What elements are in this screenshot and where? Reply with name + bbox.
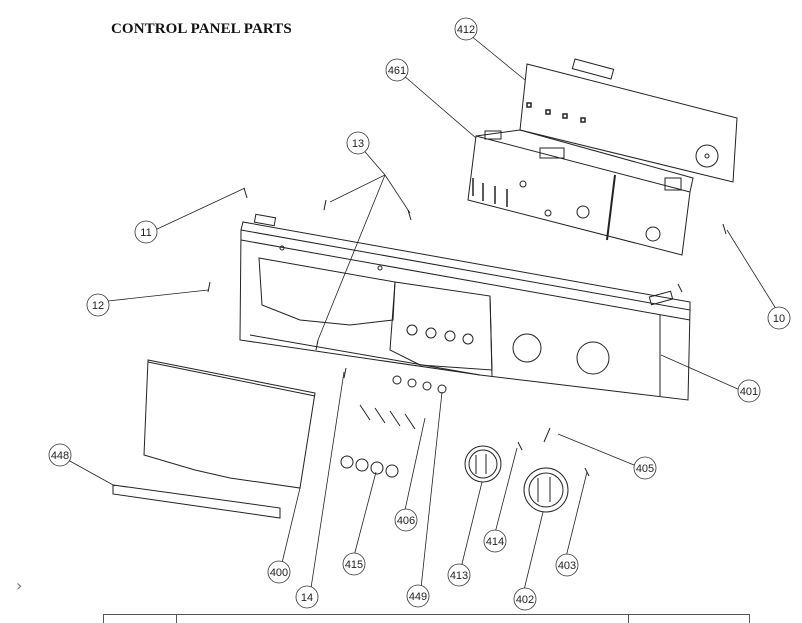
part-front-panel [239, 213, 691, 401]
callout-413: 413 [447, 563, 471, 587]
svg-text:402: 402 [516, 594, 534, 606]
svg-text:412: 412 [457, 24, 475, 36]
callout-402: 402 [513, 587, 537, 611]
diagram-title: CONTROL PANEL PARTS [111, 21, 292, 37]
part-drawer-front [143, 359, 316, 489]
svg-text:414: 414 [486, 536, 504, 548]
callout-13: 13 [346, 131, 370, 155]
callout-414: 414 [483, 529, 507, 553]
svg-text:461: 461 [388, 65, 406, 77]
svg-text:449: 449 [409, 591, 427, 603]
part-buttons [340, 455, 399, 478]
svg-text:14: 14 [301, 592, 313, 604]
part-levers [359, 404, 416, 430]
callout-401: 401 [737, 379, 761, 403]
callout-406: 406 [394, 508, 418, 532]
callout-400: 400 [267, 560, 291, 584]
callout-415: 415 [342, 552, 366, 576]
callout-11: 11 [134, 220, 158, 244]
callout-448: 448 [48, 443, 72, 467]
svg-text:401: 401 [740, 386, 758, 398]
svg-text:413: 413 [450, 570, 468, 582]
callout-403: 403 [555, 553, 579, 577]
svg-text:11: 11 [140, 227, 151, 239]
callout-10: 10 [767, 306, 791, 330]
part-knob-small [464, 445, 502, 483]
chevron-right-icon[interactable]: › [16, 576, 23, 595]
svg-text:415: 415 [345, 559, 363, 571]
svg-text:405: 405 [636, 463, 654, 475]
callout-449: 449 [406, 584, 430, 608]
part-control-housing [467, 129, 694, 256]
callout-412: 412 [454, 17, 478, 41]
svg-text:406: 406 [397, 515, 415, 527]
part-pcb-board [519, 58, 738, 183]
parts-table-header-edge [103, 614, 750, 623]
svg-text:448: 448 [51, 450, 69, 462]
callout-461: 461 [385, 58, 409, 82]
svg-text:13: 13 [352, 138, 364, 150]
part-knob-large [523, 467, 569, 513]
svg-text:403: 403 [558, 560, 576, 572]
part-trim-strip [112, 484, 281, 519]
callout-405: 405 [633, 456, 657, 480]
svg-text:10: 10 [773, 313, 785, 325]
part-springs [392, 375, 447, 394]
svg-text:12: 12 [92, 300, 104, 312]
svg-text:400: 400 [270, 567, 288, 579]
callout-14: 14 [295, 585, 319, 609]
callout-12: 12 [86, 293, 110, 317]
leader-lines [67, 34, 779, 591]
